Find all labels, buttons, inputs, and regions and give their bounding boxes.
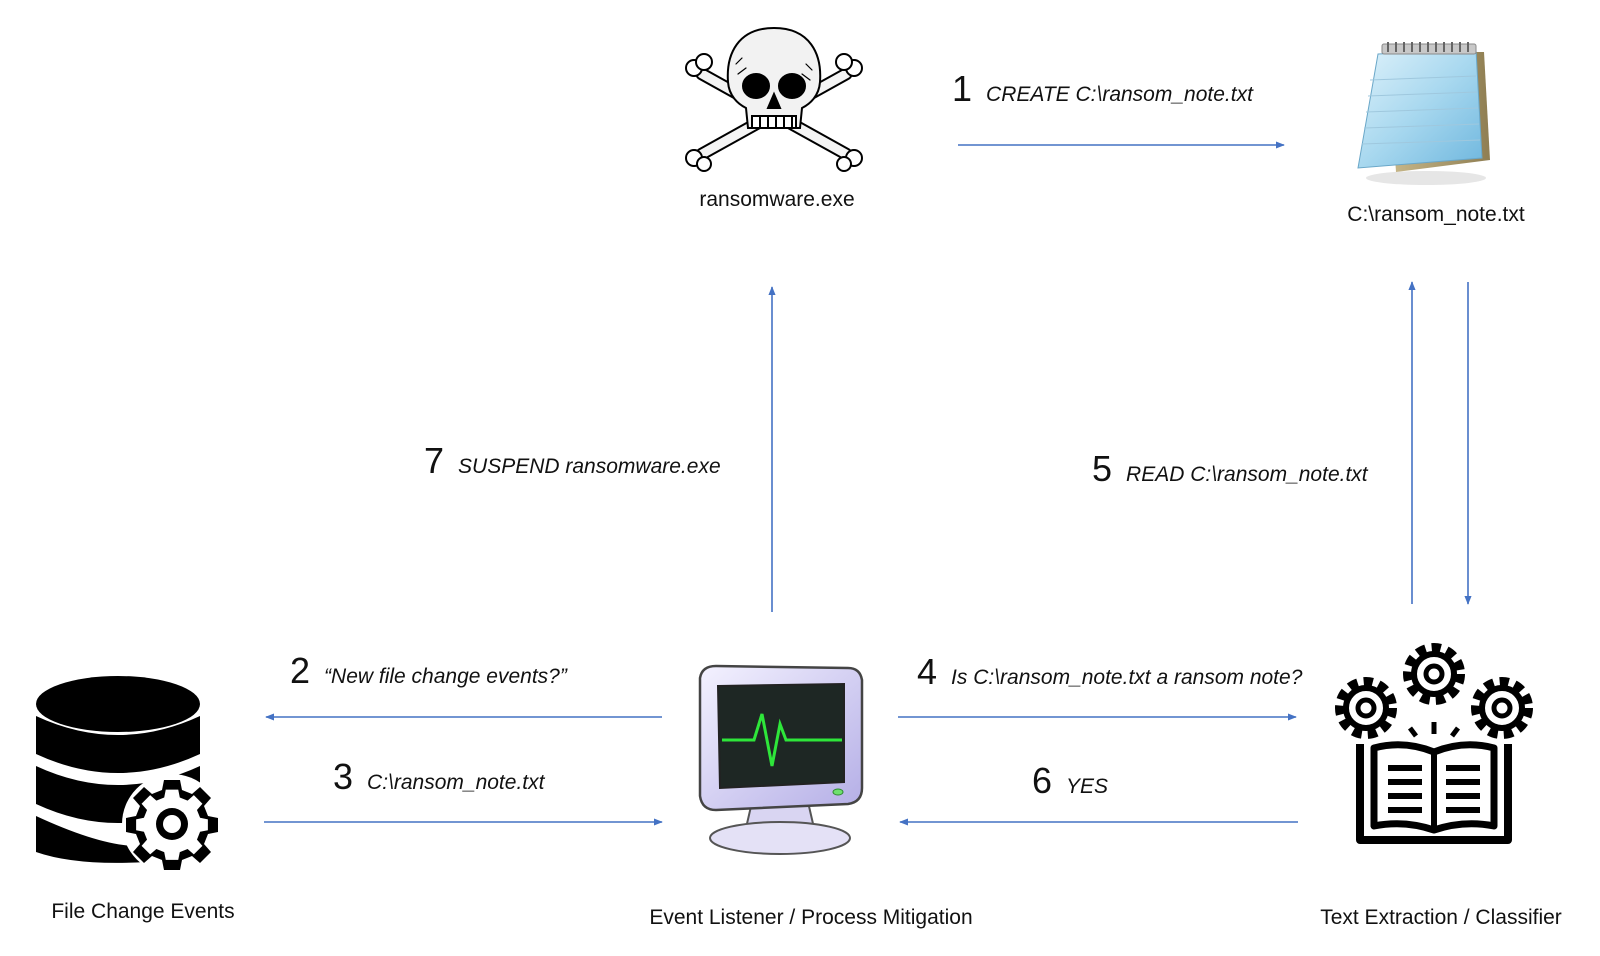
step-1-label: 1 CREATE C:\ransom_note.txt: [952, 68, 1253, 110]
skull-crossbones-icon: [685, 26, 863, 172]
step-text: READ C:\ransom_note.txt: [1126, 463, 1368, 486]
step-text: CREATE C:\ransom_note.txt: [986, 83, 1253, 106]
step-number: 3: [333, 756, 354, 797]
node-label-file-change-events: File Change Events: [51, 900, 235, 923]
step-number: 2: [290, 650, 311, 691]
node-label-classifier: Text Extraction / Classifier: [1320, 906, 1562, 929]
step-number: 4: [917, 651, 938, 692]
step-text: SUSPEND ransomware.exe: [458, 455, 721, 478]
step-number: 6: [1032, 760, 1053, 801]
database-gear-icon: [36, 676, 222, 874]
node-label-ransomware: ransomware.exe: [699, 188, 855, 211]
monitor-heartbeat-icon: [698, 664, 864, 855]
step-text: YES: [1066, 775, 1109, 798]
step-number: 5: [1092, 448, 1113, 489]
step-text: Is C:\ransom_note.txt a ransom note?: [951, 666, 1303, 689]
step-2-label: 2 “New file change events?”: [290, 650, 567, 692]
step-5-label: 5 READ C:\ransom_note.txt: [1092, 448, 1368, 490]
node-label-event-listener: Event Listener / Process Mitigation: [649, 906, 973, 929]
node-label-ransom-note: C:\ransom_note.txt: [1347, 203, 1525, 226]
notepad-icon: [1357, 42, 1490, 185]
step-3-label: 3 C:\ransom_note.txt: [333, 756, 544, 798]
step-text: C:\ransom_note.txt: [367, 771, 545, 794]
step-text: “New file change events?”: [324, 665, 567, 688]
step-4-label: 4 Is C:\ransom_note.txt a ransom note?: [917, 651, 1302, 693]
step-number: 1: [952, 68, 973, 109]
book-gears-icon: [1335, 643, 1533, 844]
step-7-label: 7 SUSPEND ransomware.exe: [424, 440, 721, 482]
step-number: 7: [424, 440, 445, 481]
step-6-label: 6 YES: [1032, 760, 1108, 802]
